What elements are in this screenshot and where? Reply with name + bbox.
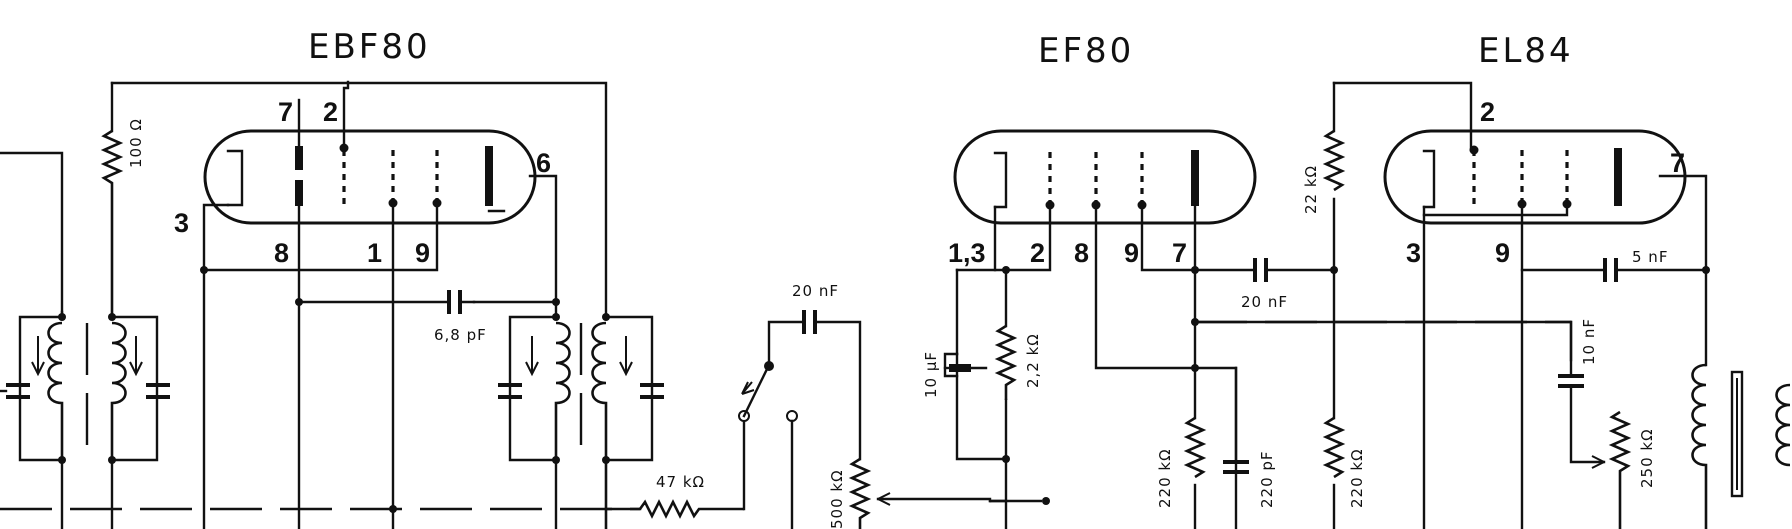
component-label-c-6-8p: 6,8 pF — [434, 326, 487, 344]
component-label-pot-250k: 250 kΩ — [1638, 428, 1656, 488]
output-transformer — [1691, 363, 1791, 529]
pin-label: 8 — [274, 238, 289, 268]
pin-label: 7 — [1172, 238, 1187, 268]
component-label-r-2-2k: 2,2 kΩ — [1024, 333, 1042, 388]
tube-label-ebf80: EBF80 — [308, 27, 431, 67]
component-label-r-100: 100 Ω — [127, 118, 145, 168]
tube-el84 — [1383, 129, 1687, 225]
component-label-c-20n-b: 20 nF — [1241, 293, 1288, 311]
tube-ebf80 — [203, 129, 537, 225]
pin-label: 7 — [278, 97, 293, 127]
pin-label: 3 — [174, 208, 189, 238]
pin-label: 2 — [1030, 238, 1045, 268]
pin-label: 2 — [1480, 97, 1495, 127]
tube-label-el84: EL84 — [1478, 31, 1574, 71]
component-label-c-10u: 10 μF — [922, 351, 940, 398]
if-transformer-right — [498, 313, 664, 529]
component-label-r-22k: 22 kΩ — [1302, 165, 1320, 214]
component-label-c-220p: 220 pF — [1258, 450, 1276, 508]
pin-label: 6 — [536, 148, 551, 178]
wiring-ebf80 — [0, 80, 608, 529]
pin-label: 1,3 — [948, 238, 986, 268]
tube-ef80 — [953, 129, 1257, 225]
pin-label: 1 — [367, 238, 382, 268]
pin-label: 8 — [1074, 238, 1089, 268]
pin-label: 2 — [323, 97, 338, 127]
component-label-r-220k-b: 220 kΩ — [1348, 448, 1366, 508]
pin-label: 3 — [1406, 238, 1421, 268]
component-label-pot-500k: 500 kΩ — [828, 469, 846, 529]
component-label-r-47k: 47 kΩ — [656, 473, 705, 491]
pin-label: 9 — [1495, 238, 1510, 268]
if-transformer-left — [0, 310, 170, 529]
pin-label: 9 — [1124, 238, 1139, 268]
tube-envelope — [1383, 129, 1687, 225]
tube-envelope — [953, 129, 1257, 225]
pin-label: 9 — [415, 238, 430, 268]
component-label-c-5n: 5 nF — [1632, 248, 1668, 266]
wiring-el84: 5 nF — [1330, 81, 1710, 529]
pin-label: 7 — [1670, 148, 1685, 178]
component-label-c-10n: 10 nF — [1580, 318, 1598, 365]
tube-label-ef80: EF80 — [1038, 31, 1134, 71]
component-label-r-220k-a: 220 kΩ — [1156, 448, 1174, 508]
component-label-c-20n-a: 20 nF — [792, 282, 839, 300]
